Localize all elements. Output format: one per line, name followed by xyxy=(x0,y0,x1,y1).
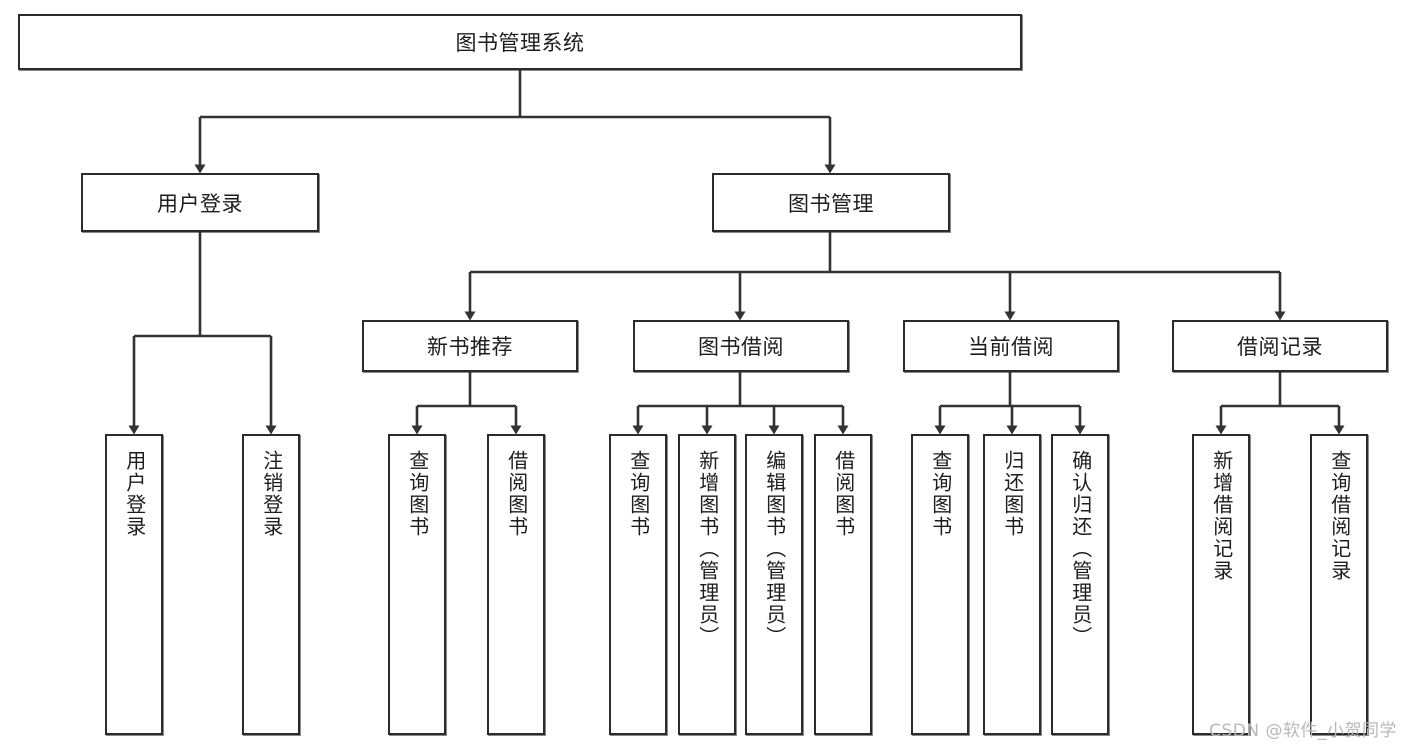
node-root[interactable]: 图书管理系统 xyxy=(18,14,1022,70)
node-leaf-add-borrow-record-label: 新增借阅记录 xyxy=(1209,450,1234,582)
node-leaf-user-logout[interactable]: 注销登录 xyxy=(242,434,300,735)
node-leaf-query-book-2-label: 查询图书 xyxy=(626,450,651,538)
node-user-login-label: 用户登录 xyxy=(157,191,243,216)
node-leaf-borrow-book-2[interactable]: 借阅图书 xyxy=(814,434,872,735)
node-leaf-add-book-admin-label: 新增图书（管理员） xyxy=(695,450,720,648)
node-leaf-add-book-admin[interactable]: 新增图书（管理员） xyxy=(678,434,736,735)
node-leaf-return-book[interactable]: 归还图书 xyxy=(983,434,1041,735)
node-leaf-add-borrow-record[interactable]: 新增借阅记录 xyxy=(1192,434,1250,735)
node-leaf-user-login-label: 用户登录 xyxy=(122,450,147,538)
node-leaf-borrow-book-1-label: 借阅图书 xyxy=(504,450,529,538)
node-root-label: 图书管理系统 xyxy=(455,31,585,55)
node-user-login[interactable]: 用户登录 xyxy=(81,173,319,232)
node-new-book-recommend-label: 新书推荐 xyxy=(427,335,513,359)
node-new-book-recommend[interactable]: 新书推荐 xyxy=(362,320,578,372)
node-leaf-query-book-2[interactable]: 查询图书 xyxy=(609,434,667,735)
node-leaf-return-book-label: 归还图书 xyxy=(1000,450,1025,538)
node-leaf-edit-book-admin-label: 编辑图书（管理员） xyxy=(762,450,787,648)
csdn-watermark: CSDN @软件_小贺同学 xyxy=(1209,721,1397,741)
node-leaf-query-book-1-label: 查询图书 xyxy=(405,450,430,538)
node-leaf-query-borrow-record[interactable]: 查询借阅记录 xyxy=(1310,434,1368,735)
node-current-borrow[interactable]: 当前借阅 xyxy=(903,320,1119,372)
node-leaf-query-book-3[interactable]: 查询图书 xyxy=(911,434,969,735)
node-leaf-user-login[interactable]: 用户登录 xyxy=(105,434,163,735)
node-leaf-borrow-book-2-label: 借阅图书 xyxy=(831,450,856,538)
node-leaf-query-book-1[interactable]: 查询图书 xyxy=(388,434,446,735)
node-book-manage-label: 图书管理 xyxy=(788,191,874,216)
node-borrow-record-label: 借阅记录 xyxy=(1237,335,1323,359)
node-leaf-confirm-return-admin-label: 确认归还（管理员） xyxy=(1068,450,1093,648)
node-leaf-query-borrow-record-label: 查询借阅记录 xyxy=(1327,450,1352,582)
node-borrow-record[interactable]: 借阅记录 xyxy=(1172,320,1388,372)
node-current-borrow-label: 当前借阅 xyxy=(968,335,1054,359)
node-leaf-query-book-3-label: 查询图书 xyxy=(928,450,953,538)
node-book-borrow-label: 图书借阅 xyxy=(698,335,784,359)
node-leaf-user-logout-label: 注销登录 xyxy=(259,450,284,538)
node-leaf-borrow-book-1[interactable]: 借阅图书 xyxy=(487,434,545,735)
node-book-manage[interactable]: 图书管理 xyxy=(712,173,950,232)
node-leaf-confirm-return-admin[interactable]: 确认归还（管理员） xyxy=(1051,434,1109,735)
node-book-borrow[interactable]: 图书借阅 xyxy=(633,320,849,372)
node-leaf-edit-book-admin[interactable]: 编辑图书（管理员） xyxy=(745,434,803,735)
